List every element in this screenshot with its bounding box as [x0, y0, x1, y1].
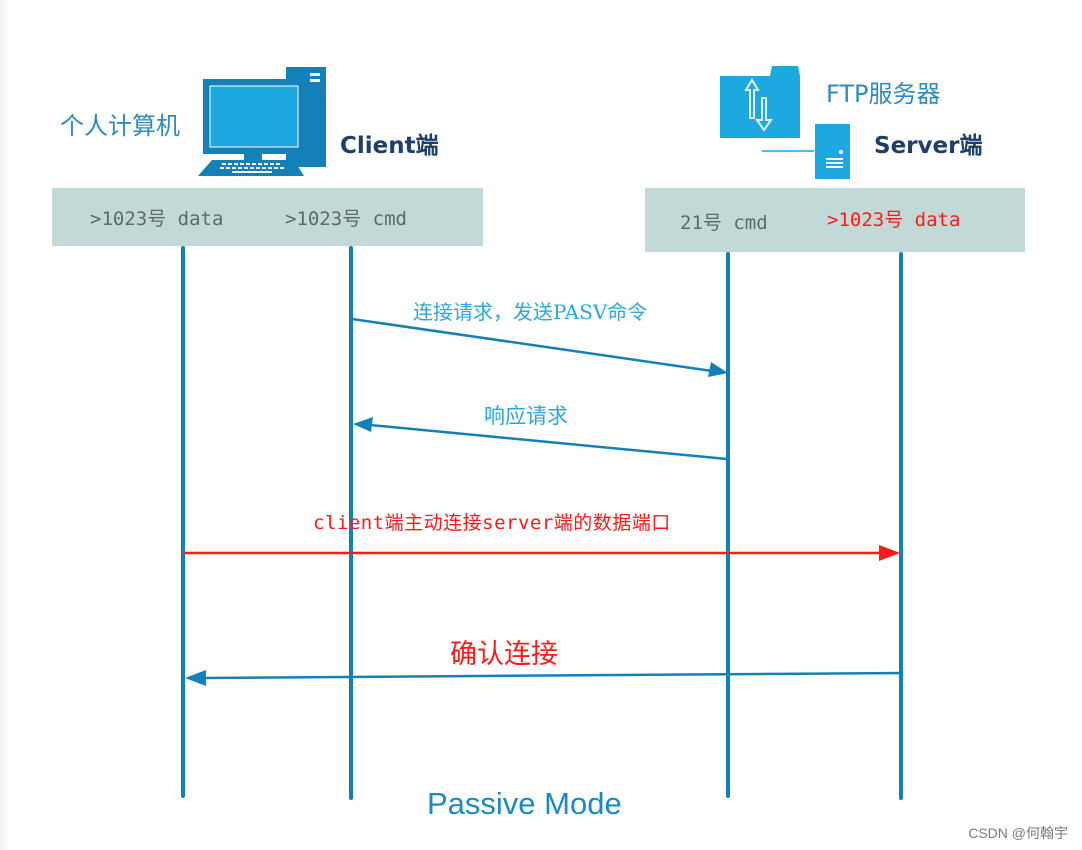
diagram-title: Passive Mode [427, 786, 622, 821]
arrow-data-connect [184, 545, 900, 561]
client-device-label: 个人计算机 [60, 112, 180, 140]
ftp-folder-icon [720, 66, 800, 138]
client-port-bar: >1023号 data >1023号 cmd [52, 188, 483, 246]
computer-icon [198, 67, 326, 176]
arrow-confirm [185, 670, 901, 686]
arrow-pasv-request [351, 317, 728, 377]
server-data-port: >1023号 data [827, 209, 961, 231]
message-label-data-connect: client端主动连接server端的数据端口 [313, 512, 671, 534]
arrow-response [353, 417, 728, 461]
server-cmd-port: 21号 cmd [680, 212, 768, 234]
page-edge [0, 0, 8, 850]
message-label-pasv-request: 连接请求，发送PASV命令 [413, 300, 648, 324]
message-label-response: 响应请求 [484, 404, 568, 428]
server-port-bar: 21号 cmd >1023号 data [645, 188, 1025, 252]
client-data-port: >1023号 data [90, 207, 224, 230]
client-cmd-port: >1023号 cmd [285, 207, 407, 230]
server-device-label: FTP服务器 [826, 80, 941, 108]
server-icon [762, 124, 850, 179]
message-label-confirm: 确认连接 [450, 639, 558, 670]
server-role-label: Server端 [874, 133, 983, 159]
client-role-label: Client端 [340, 133, 439, 159]
watermark: CSDN @何翰宇 [968, 825, 1068, 841]
